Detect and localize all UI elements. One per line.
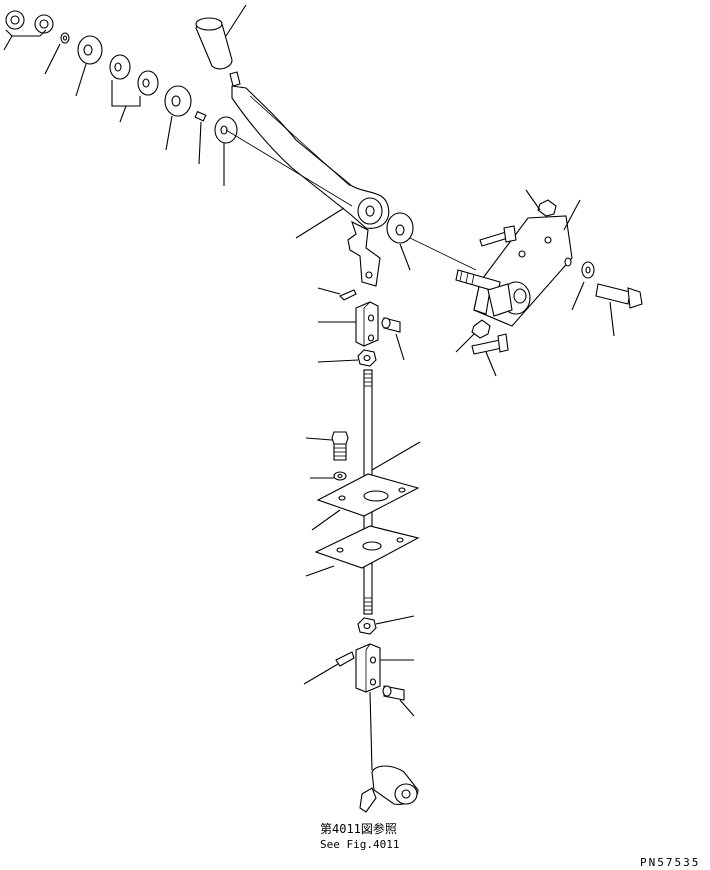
leader-lever [295,207,345,239]
reference-note-jp: 第4011図参照 [320,822,397,836]
washer-lever-pivot [386,212,414,244]
leader-nut-bracket-top [525,189,541,211]
bolt-plate [331,431,349,461]
leader-knob [225,4,247,37]
nut-rod-lower [357,617,377,635]
reference-note-en: See Fig.4011 [320,838,400,851]
washer-large-2 [164,85,192,117]
washer-small-top [60,32,70,44]
washer-bracket-right [581,261,595,279]
axis-line-pivot [409,237,477,271]
washer-pair [109,54,159,96]
leader-rod [371,441,421,471]
washer-plate [333,471,347,481]
leader-lines-top-left [3,29,225,186]
pin-upper [381,317,401,333]
nut-bracket-left [471,319,491,339]
leader-nut-bracket-left [455,333,475,353]
bolt-bracket-top [479,225,517,247]
nut-pair-top-left [5,10,54,34]
bolt-bracket-bottom [471,333,509,355]
connection-line [369,691,373,771]
drawing-number: PN57535 [640,856,701,869]
nut-rod-upper [357,349,377,367]
leader-bracket [563,199,581,231]
nut-bracket-top [537,199,557,217]
pin-lower [382,685,405,701]
clip-upper [339,289,357,301]
bolt-bracket-right [595,283,643,309]
leader-bolt-plate [305,437,333,441]
clevis-lower [355,643,381,693]
leader-bolt-bracket-bottom [485,351,497,377]
seal-plate-upper [316,473,420,517]
leader-pin-lower [399,699,415,717]
actuator-cylinder [359,765,419,813]
leader-seal-lower [305,565,335,577]
leader-washer-pivot [399,243,411,271]
leader-washer-right [571,281,585,311]
lever-knob [195,17,233,70]
mounting-bracket [473,215,573,327]
leader-nut-rod-lower [375,615,415,625]
pivot-shaft [455,269,513,317]
clevis-upper [355,301,379,347]
leader-clip-lower [303,663,339,685]
leader-bolt-right [609,301,615,337]
leader-pin-upper [395,333,405,361]
leader-seal-upper [311,509,341,531]
clip-lower [335,651,355,667]
seal-plate-lower [314,525,420,569]
washer-large-1 [77,35,103,65]
leader-nut-rod-upper [317,359,359,363]
leader-clip-upper [317,287,341,295]
pin [194,110,207,122]
control-lever [225,71,390,287]
